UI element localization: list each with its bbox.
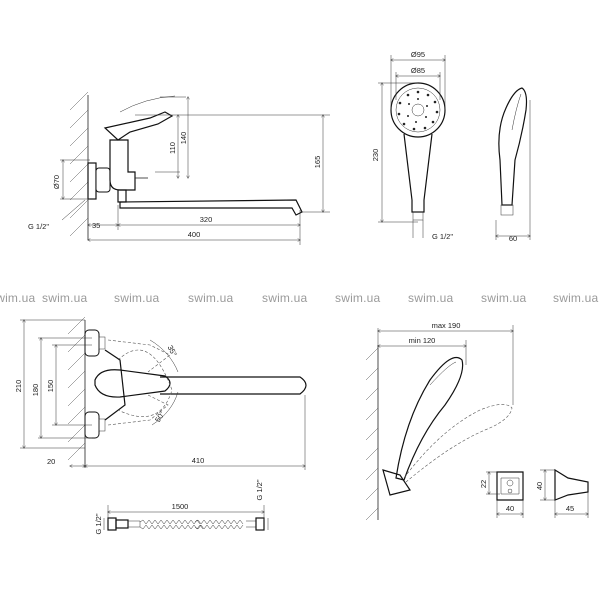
holder-front-view xyxy=(486,471,524,518)
dim-thread-hose-right: G 1/2" xyxy=(255,479,264,500)
watermark: swim.ua xyxy=(408,291,454,305)
wall-hatch xyxy=(69,91,89,240)
dim-max190: max 190 xyxy=(432,321,461,330)
dim-45: 45 xyxy=(566,504,574,513)
dim-150: 150 xyxy=(46,380,55,393)
dim-110: 110 xyxy=(168,142,177,154)
dim-60: 60 xyxy=(509,234,517,243)
bottom-faucet-drawing: 210 180 150 35° 50° 20 410 xyxy=(14,316,307,470)
dim-50-angle: 50° xyxy=(153,409,167,423)
top-faucet-drawing: Ø70 110 140 165 35 320 400 G 1/2" xyxy=(28,91,330,245)
watermark: swim.ua xyxy=(0,291,36,305)
watermark-row: swim.ua swim.ua swim.ua swim.ua swim.ua … xyxy=(0,291,599,305)
dim-35-angle: 35° xyxy=(166,344,179,358)
holder-drawing: max 190 min 120 22 40 40 45 xyxy=(365,321,589,521)
watermark: swim.ua xyxy=(553,291,599,305)
holder-dimension-lines xyxy=(378,325,513,405)
faucet-body xyxy=(87,95,303,216)
dim-165: 165 xyxy=(313,156,322,169)
shower-head-front xyxy=(390,82,446,221)
watermark: swim.ua xyxy=(188,291,234,305)
dim-140: 140 xyxy=(179,132,188,145)
watermark: swim.ua xyxy=(481,291,527,305)
wall-hatch-bottom xyxy=(67,316,86,468)
dim-thread-shower: G 1/2" xyxy=(432,232,453,241)
dim-40-side: 40 xyxy=(535,482,544,490)
shower-head-side xyxy=(498,87,528,216)
dim-230: 230 xyxy=(371,149,380,162)
dim-thread-hose-left: G 1/2" xyxy=(94,513,103,534)
dim-210: 210 xyxy=(14,380,23,393)
hand-shower-positions xyxy=(382,356,513,496)
watermark: swim.ua xyxy=(42,291,88,305)
shower-dimension-lines xyxy=(378,55,530,240)
dim-180: 180 xyxy=(31,384,40,397)
shower-head-drawing: Ø95 Ø85 230 G 1/2" 60 xyxy=(371,50,530,243)
dim-d95: Ø95 xyxy=(411,50,425,59)
dim-22: 22 xyxy=(479,480,488,488)
dim-400: 400 xyxy=(188,230,201,239)
wall-hatch-holder xyxy=(365,345,379,521)
watermark: swim.ua xyxy=(262,291,308,305)
dim-thread-top: G 1/2" xyxy=(28,222,49,231)
dim-d85: Ø85 xyxy=(411,66,425,75)
faucet-top-view xyxy=(84,329,307,439)
dim-410: 410 xyxy=(192,456,205,465)
watermark: swim.ua xyxy=(114,291,160,305)
dim-40-front: 40 xyxy=(506,504,514,513)
dimension-lines xyxy=(60,97,330,245)
dim-d70: Ø70 xyxy=(52,175,61,189)
dim-20: 20 xyxy=(47,457,55,466)
dim-min120: min 120 xyxy=(409,336,436,345)
dim-1500: 1500 xyxy=(172,502,189,511)
watermark: swim.ua xyxy=(335,291,381,305)
bottom-dimension-lines xyxy=(20,320,305,470)
dim-35: 35 xyxy=(92,221,100,230)
dim-320: 320 xyxy=(200,215,213,224)
hose-drawing xyxy=(103,505,269,531)
holder-side-view xyxy=(540,468,589,518)
